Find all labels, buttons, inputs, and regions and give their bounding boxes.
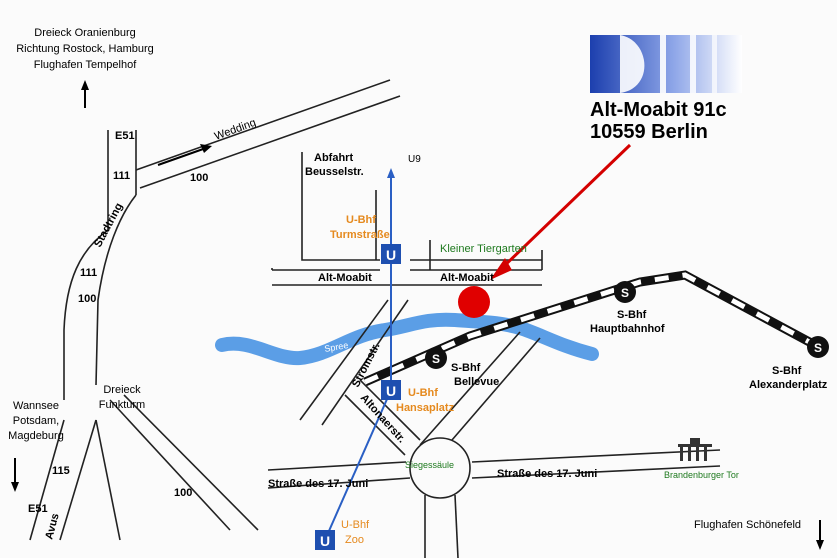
north-arrow	[81, 80, 89, 108]
road-100-bottom: 100	[174, 487, 192, 499]
wedding-arrow	[157, 144, 212, 166]
brandenburger-tor-icon	[678, 438, 712, 461]
u9-label: U9	[408, 154, 421, 165]
siegessaeule-label: Siegessäule	[405, 460, 454, 470]
address-city: 10559 Berlin	[590, 121, 708, 143]
abfahrt-label-line2: Beusselstr.	[305, 166, 364, 178]
turmstrasse-label-line2: Turmstraße	[330, 229, 390, 241]
wedding-label: Wedding	[213, 117, 258, 143]
hbf-label-line2: Hauptbahnhof	[590, 323, 665, 335]
alt-moabit-left-label: Alt-Moabit	[318, 272, 372, 284]
s-symbol: S	[814, 341, 822, 355]
e51-bottom-label: E51	[28, 503, 48, 515]
station-bellevue-marker: S	[425, 347, 447, 369]
turmstrasse-label-line1: U-Bhf	[346, 214, 376, 226]
address-pointer-arrow	[490, 143, 632, 280]
brandenburger-tor-label: Brandenburger Tor	[664, 470, 739, 480]
alt-moabit-right-label: Alt-Moabit	[440, 272, 494, 284]
southeast-direction: Flughafen Schönefeld	[694, 519, 801, 531]
north-direction-line2: Richtung Rostock, Hamburg	[16, 43, 154, 55]
bellevue-label-line1: S-Bhf	[451, 362, 481, 374]
zoo-label-line1: U-Bhf	[341, 519, 370, 531]
station-zoo-marker: U	[315, 530, 335, 550]
station-turmstrasse-marker: U	[381, 244, 401, 264]
alex-label-line2: Alexanderplatz	[749, 379, 828, 391]
west-direction-line1: Wannsee	[13, 400, 59, 412]
west-direction-line2: Potsdam,	[13, 415, 59, 427]
road-network	[29, 79, 721, 558]
southeast-down-arrow	[816, 520, 824, 550]
strasse-17-juni-left: Straße des 17. Juni	[268, 478, 368, 490]
dreieck-funkturm-line2: Funkturm	[99, 399, 145, 411]
alex-label-line1: S-Bhf	[772, 365, 802, 377]
station-hansaplatz-marker: U	[381, 380, 401, 400]
road-100-mid: 100	[78, 293, 96, 305]
spree-label: Spree	[324, 340, 349, 354]
dreieck-funkturm-line1: Dreieck	[103, 384, 141, 396]
south-arrow	[11, 458, 19, 492]
hbf-label-line1: S-Bhf	[617, 309, 647, 321]
strasse-17-juni-right: Straße des 17. Juni	[497, 468, 597, 480]
road-115-label: 115	[52, 465, 70, 477]
road-100-top: 100	[190, 172, 208, 184]
target-location-marker	[458, 286, 490, 318]
hansaplatz-label-line1: U-Bhf	[408, 387, 438, 399]
north-direction-line1: Dreieck Oranienburg	[34, 27, 136, 39]
u-symbol: U	[386, 247, 396, 263]
avus-label: Avus	[43, 512, 61, 541]
abfahrt-label-line1: Abfahrt	[314, 152, 353, 164]
s-symbol: S	[432, 352, 440, 366]
bellevue-label-line2: Bellevue	[454, 376, 499, 388]
u-symbol: U	[386, 383, 396, 399]
zoo-label-line2: Zoo	[345, 534, 364, 546]
station-hbf-marker: S	[614, 281, 636, 303]
e51-top-label: E51	[115, 130, 135, 142]
ubahn-line	[324, 168, 395, 541]
hansaplatz-label-line2: Hansaplatz	[396, 402, 455, 414]
dfki-logo	[590, 35, 742, 93]
north-direction-line3: Flughafen Tempelhof	[34, 59, 137, 71]
road-111-mid: 111	[80, 267, 97, 279]
kleiner-tiergarten-label: Kleiner Tiergarten	[440, 243, 527, 255]
west-direction-line3: Magdeburg	[8, 430, 64, 442]
station-alex-marker: S	[807, 336, 829, 358]
address-street: Alt-Moabit 91c	[590, 99, 727, 121]
road-111-top: 111	[113, 170, 130, 182]
spree-river	[215, 312, 599, 366]
s-symbol: S	[621, 286, 629, 300]
u-symbol: U	[320, 533, 330, 549]
